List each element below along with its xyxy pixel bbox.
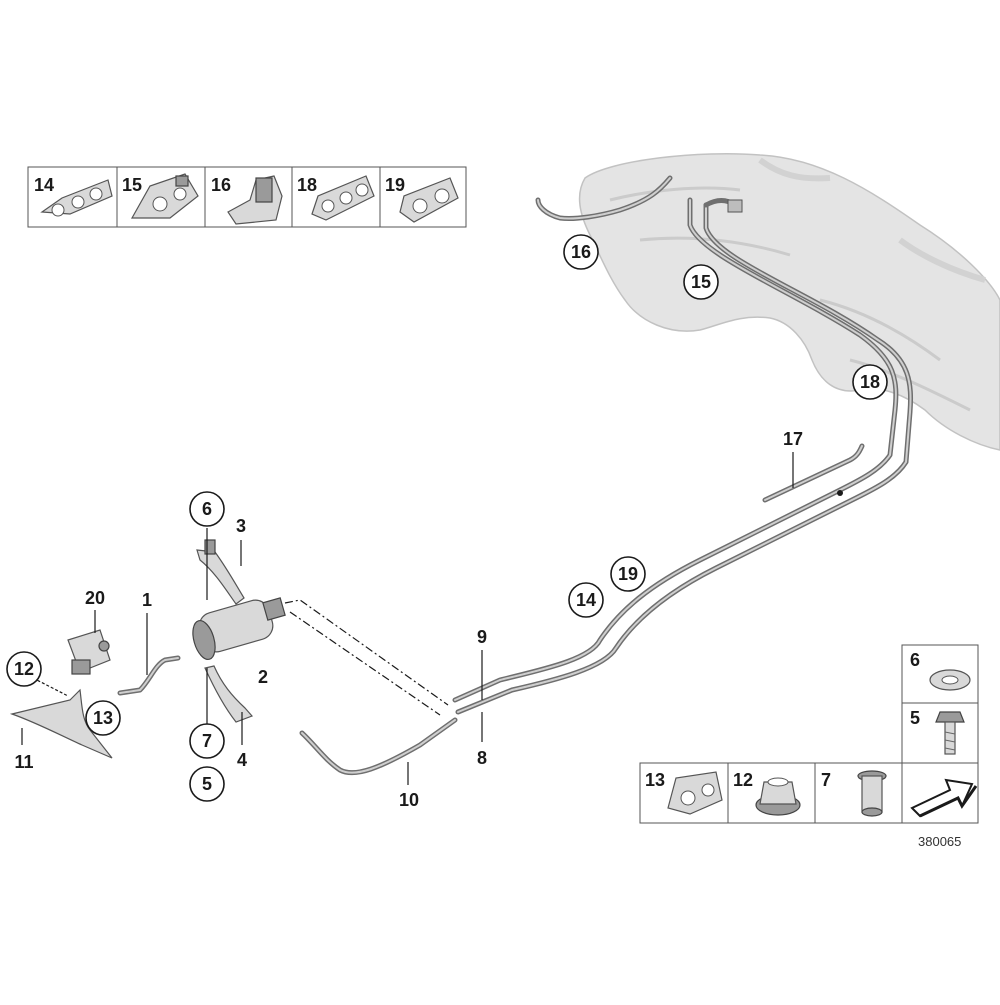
- double-pipe-clip-icon: [399, 177, 459, 223]
- hardware-panel: 6 5 13 12 7: [639, 644, 979, 849]
- callout-3: 3: [236, 516, 246, 536]
- callout-19: 19: [618, 564, 638, 584]
- callout-8: 8: [477, 748, 487, 768]
- callout-circle-6: [189, 491, 225, 527]
- hex-bolt-icon: [935, 711, 965, 755]
- callout-16: 16: [571, 242, 591, 262]
- retaining-washer-icon: [929, 669, 971, 691]
- callout-10: 10: [399, 790, 419, 810]
- hardware-number-12: 12: [733, 770, 753, 790]
- clip-number-16: 16: [211, 175, 231, 195]
- callout-13: 13: [93, 708, 113, 728]
- hardware-number-5: 5: [910, 708, 920, 728]
- callout-circle-5: [189, 766, 225, 802]
- diagram-reference-number: 380065: [918, 834, 961, 849]
- callout-5: 5: [202, 774, 212, 794]
- callouts: 16 15 18 17 19 14 9 8 10 6 3 2 7 4 5: [6, 234, 888, 810]
- double-pipe-clip-icon: [40, 179, 113, 217]
- clip-number-19: 19: [385, 175, 405, 195]
- callout-12: 12: [14, 659, 34, 679]
- callout-18: 18: [860, 372, 880, 392]
- callout-circle-18: [852, 364, 888, 400]
- flange-nut-icon: [755, 777, 801, 816]
- upper-bracket: [196, 539, 245, 605]
- tank-connector-icon: [727, 199, 743, 213]
- rivet-nut-icon: [857, 770, 887, 817]
- clip-number-14: 14: [34, 175, 54, 195]
- clip-number-18: 18: [297, 175, 317, 195]
- single-pipe-holder-icon: [227, 175, 283, 225]
- connection-path-upper: [284, 599, 449, 706]
- callout-15: 15: [691, 272, 711, 292]
- triple-pipe-clip-icon: [311, 175, 375, 221]
- callout-circle-7: [189, 723, 225, 759]
- joint-dot: [837, 490, 843, 496]
- multi-pipe-clip-icon: [130, 173, 199, 219]
- callout-1: 1: [142, 590, 152, 610]
- hardware-number-7: 7: [821, 770, 831, 790]
- pressure-sensor: [67, 629, 111, 675]
- callout-circle-14: [568, 582, 604, 618]
- callout-17: 17: [783, 429, 803, 449]
- top-clip-panel: 14 15 16 18 19: [27, 166, 467, 228]
- callout-circle-19: [610, 556, 646, 592]
- mounting-plate: [9, 688, 113, 759]
- callout-7: 7: [202, 731, 212, 751]
- callout-circle-15: [683, 264, 719, 300]
- small-hose: [117, 655, 181, 696]
- forward-arrow-icon: [910, 778, 978, 818]
- fuel-filter: [192, 597, 286, 661]
- callout-circle-16: [563, 234, 599, 270]
- connection-path-lower: [289, 611, 441, 716]
- callout-circle-12: [6, 651, 42, 687]
- callout-11: 11: [14, 752, 33, 772]
- leader-lines: [21, 452, 794, 785]
- clip-number-15: 15: [122, 175, 142, 195]
- hardware-number-13: 13: [645, 770, 665, 790]
- callout-4: 4: [237, 750, 247, 770]
- fuel-lines: [299, 175, 914, 776]
- pipe-clip-icon: [667, 771, 723, 815]
- hardware-number-6: 6: [910, 650, 920, 670]
- callout-14: 14: [576, 590, 596, 610]
- callout-6: 6: [202, 499, 212, 519]
- lower-bracket: [204, 665, 254, 723]
- callout-2: 2: [258, 667, 268, 687]
- callout-20: 20: [85, 588, 105, 608]
- callout-9: 9: [477, 627, 487, 647]
- callout-circle-13: [85, 700, 121, 736]
